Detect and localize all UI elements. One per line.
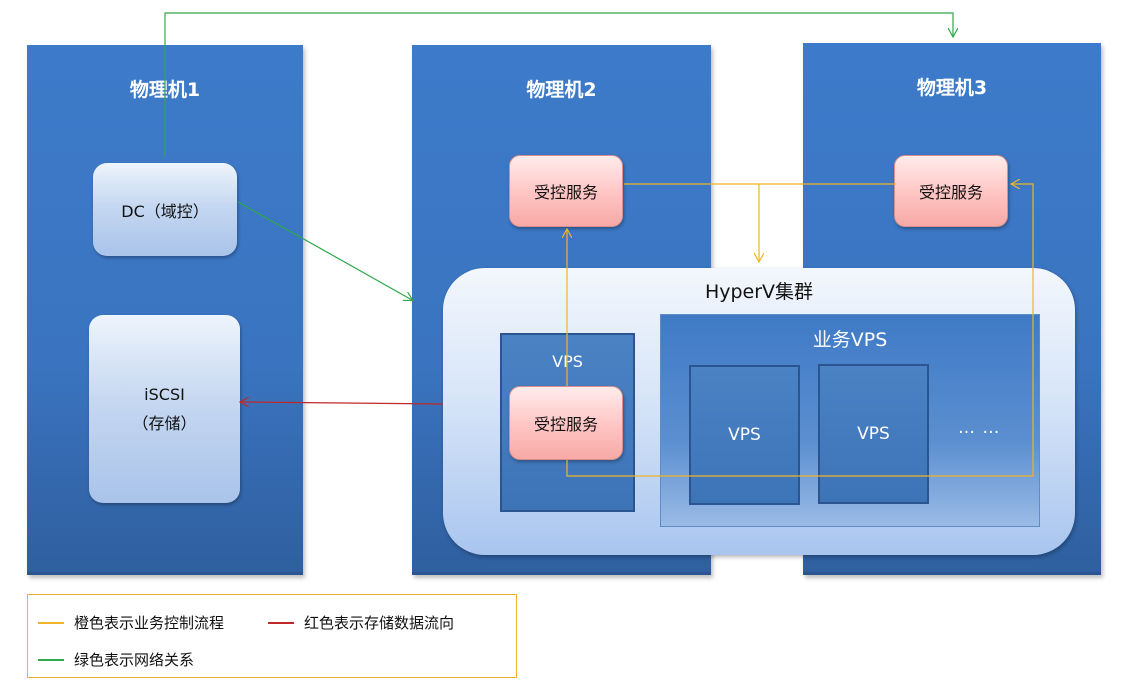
cluster-title: HyperV集群 [704, 281, 814, 303]
legend-item-green: 绿色表示网络关系 [38, 649, 194, 670]
legend-item-red: 红色表示存储数据流向 [268, 612, 454, 633]
business-vps-ellipsis: … … [958, 418, 1001, 438]
red-link-cluster-to-iscsi [241, 402, 444, 404]
managed-service-label: 受控服务 [918, 183, 983, 202]
machine-2-title: 物理机2 [526, 79, 597, 101]
business-vps-2: VPS [818, 364, 929, 504]
dc-node: DC（域控） [93, 163, 237, 256]
iscsi-sublabel: （存储） [132, 413, 197, 433]
iscsi-label: iSCSI [144, 384, 185, 404]
legend-label-red: 红色表示存储数据流向 [304, 614, 455, 632]
managed-service-label: 受控服务 [533, 415, 598, 434]
managed-service-machine-3: 受控服务 [894, 155, 1008, 227]
business-vps-1: VPS [689, 365, 800, 505]
iscsi-node: iSCSI （存储） [89, 315, 240, 503]
business-vps-label: VPS [728, 425, 761, 445]
legend-swatch-orange [38, 621, 64, 624]
business-vps-title: 业务VPS [812, 329, 888, 351]
managed-service-machine-2: 受控服务 [509, 155, 623, 227]
legend-swatch-red [268, 621, 294, 624]
legend-swatch-green [38, 658, 64, 661]
legend-item-orange: 橙色表示业务控制流程 [38, 612, 224, 633]
legend-label-green: 绿色表示网络关系 [74, 651, 195, 669]
managed-service-label: 受控服务 [533, 183, 598, 202]
managed-service-vps: 受控服务 [509, 386, 623, 460]
legend: 橙色表示业务控制流程 红色表示存储数据流向 绿色表示网络关系 [27, 594, 517, 678]
green-link-dc-to-machine-2 [237, 201, 412, 300]
dc-label: DC（域控） [121, 201, 209, 221]
business-vps-label: VPS [857, 424, 890, 444]
machine-3-title: 物理机3 [916, 77, 988, 99]
green-link-dc-to-machine-3 [164, 12, 953, 157]
legend-label-orange: 橙色表示业务控制流程 [74, 614, 225, 632]
orange-link-vps-to-machine-3 [566, 184, 1034, 477]
